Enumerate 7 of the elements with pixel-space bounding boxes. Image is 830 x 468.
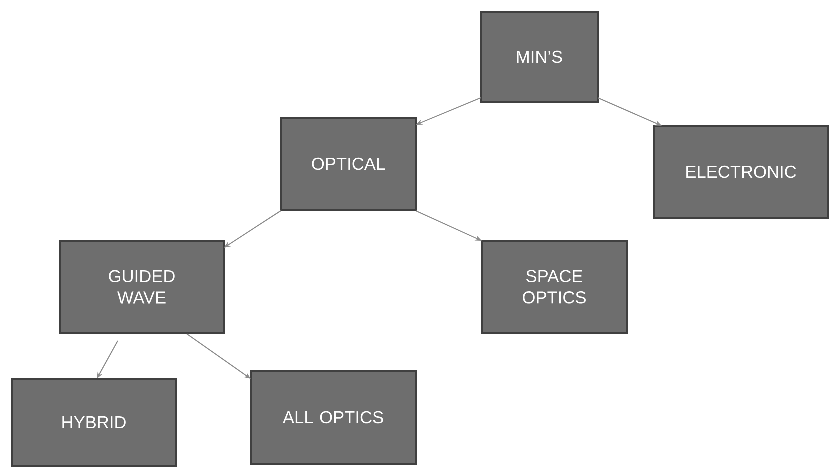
box: SPACE OPTICS — [481, 240, 628, 334]
box: ALL OPTICS — [250, 370, 417, 465]
box: ELECTRONIC — [653, 125, 829, 219]
box: MIN’S — [480, 11, 599, 103]
box: HYBRID — [11, 378, 177, 467]
box: GUIDED WAVE — [59, 240, 225, 334]
box: OPTICAL — [280, 117, 417, 211]
